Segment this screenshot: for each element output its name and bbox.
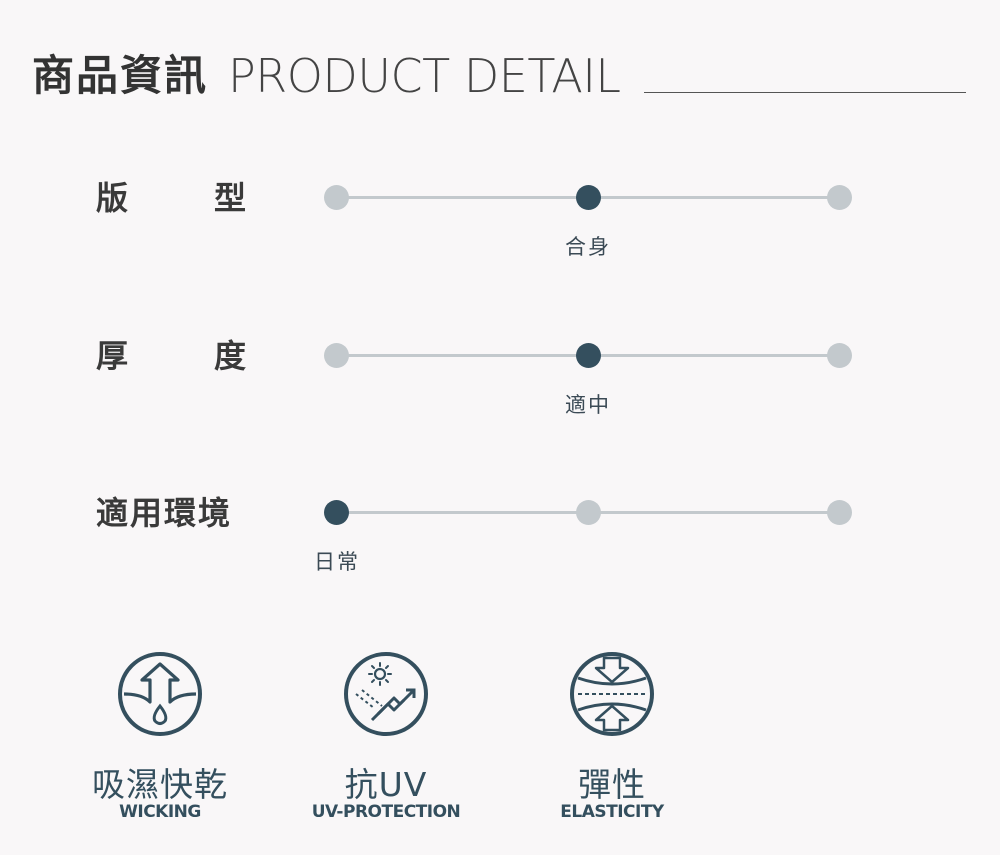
section-header: 商品資訊 PRODUCT DETAIL [32, 48, 968, 108]
attribute-row-fit: 版 型 合身 [0, 176, 1000, 276]
title-divider [644, 92, 966, 93]
title-english: PRODUCT DETAIL [228, 49, 621, 103]
scale-dot-3 [827, 185, 852, 210]
feature-uv-protection: 抗UV UV-PROTECTION [286, 650, 486, 850]
scale-value-label: 合身 [565, 235, 611, 259]
elasticity-icon [570, 652, 654, 736]
uv-protection-icon [344, 652, 428, 736]
scale-dot-3 [827, 343, 852, 368]
feature-name-zh: 彈性 [578, 765, 646, 804]
attribute-label-thickness: 厚 度 [96, 336, 246, 376]
scale-value-label: 適中 [565, 393, 611, 417]
scale-dot-1 [324, 343, 349, 368]
feature-elasticity: 彈性 ELASTICITY [512, 650, 712, 850]
scale-dot-1 [324, 185, 349, 210]
scale-dot-3 [827, 500, 852, 525]
attribute-row-environment: 適用環境 日常 [0, 491, 1000, 591]
feature-name-zh: 抗UV [344, 765, 428, 804]
label-char: 厚 [96, 337, 129, 375]
label-char: 版 [96, 179, 129, 217]
wicking-icon [118, 652, 202, 736]
feature-name-zh: 吸濕快乾 [92, 765, 228, 804]
attribute-label-fit: 版 型 [96, 178, 246, 218]
feature-name-en: ELASTICITY [560, 802, 664, 822]
feature-wicking: 吸濕快乾 WICKING [60, 650, 260, 850]
feature-name-en: UV-PROTECTION [311, 802, 461, 822]
scale-dot-1-selected [324, 500, 349, 525]
label-char: 度 [213, 337, 246, 375]
scale-value-label: 日常 [314, 550, 360, 574]
attribute-label-environment: 適用環境 [96, 494, 233, 532]
attribute-row-thickness: 厚 度 適中 [0, 334, 1000, 434]
title-chinese: 商品資訊 [32, 51, 209, 100]
scale-dot-2 [576, 500, 601, 525]
label-char: 型 [213, 179, 246, 217]
scale-dot-2-selected [576, 185, 601, 210]
feature-name-en: WICKING [119, 802, 201, 822]
scale-dot-2-selected [576, 343, 601, 368]
feature-list: 吸濕快乾 WICKING 抗UV U [0, 650, 1000, 850]
